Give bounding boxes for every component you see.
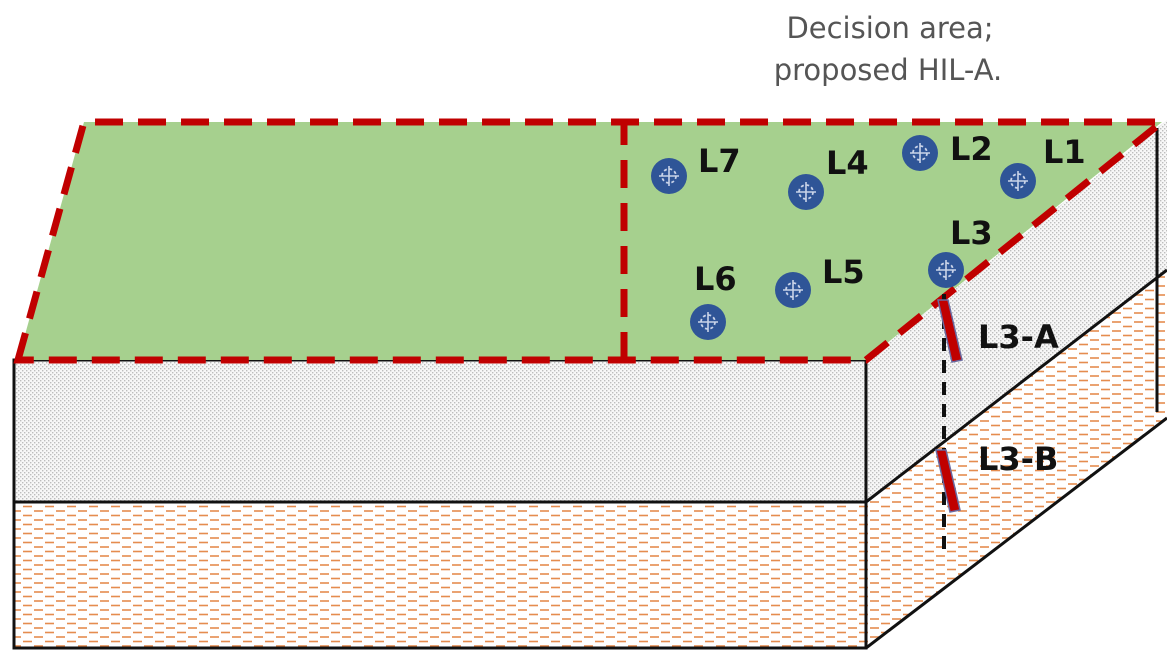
crosshair-circle-icon bbox=[651, 158, 687, 194]
sample-interval-l3-b bbox=[935, 449, 961, 513]
location-l5: L5 bbox=[775, 253, 865, 308]
location-label: L3 bbox=[950, 214, 993, 252]
location-l7: L7 bbox=[651, 142, 741, 194]
sample-label-l3-a: L3-A bbox=[978, 318, 1059, 356]
location-l2: L2 bbox=[902, 130, 993, 171]
crosshair-circle-icon bbox=[928, 252, 964, 288]
side-face-upper bbox=[866, 120, 1167, 502]
caption-line-2: proposed HIL-A. bbox=[774, 53, 1003, 87]
location-l3: L3 bbox=[928, 214, 993, 288]
site-boundary bbox=[13, 118, 1167, 364]
location-label: L5 bbox=[822, 253, 865, 291]
location-l4: L4 bbox=[788, 144, 869, 210]
crosshair-circle-icon bbox=[788, 174, 824, 210]
sample-interval-l3-a bbox=[937, 299, 963, 363]
location-label: L7 bbox=[698, 142, 741, 180]
location-l1: L1 bbox=[1000, 133, 1086, 199]
front-face-lower-layer bbox=[14, 502, 866, 648]
block-edges bbox=[12, 128, 1167, 650]
ground-surface bbox=[18, 122, 1162, 360]
crosshair-circle-icon bbox=[1000, 163, 1036, 199]
front-face-upper-layer bbox=[14, 360, 866, 502]
location-label: L2 bbox=[950, 130, 993, 168]
crosshair-circle-icon bbox=[775, 272, 811, 308]
location-label: L1 bbox=[1043, 133, 1086, 171]
location-label: L6 bbox=[694, 260, 737, 298]
sample-label-l3-b: L3-B bbox=[978, 440, 1058, 478]
caption-line-1: Decision area; bbox=[786, 11, 993, 45]
crosshair-circle-icon bbox=[690, 304, 726, 340]
location-label: L4 bbox=[826, 144, 869, 182]
crosshair-circle-icon bbox=[902, 135, 938, 171]
side-face-lower bbox=[866, 270, 1167, 648]
location-l6: L6 bbox=[690, 260, 737, 340]
